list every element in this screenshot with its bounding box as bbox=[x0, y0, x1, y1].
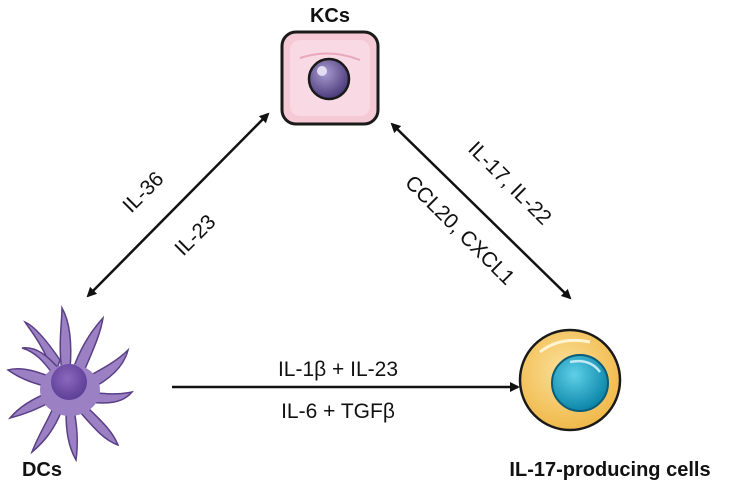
dcs-label: DCs bbox=[22, 459, 62, 481]
kcs-label: KCs bbox=[310, 5, 350, 27]
kc-dc-arrow bbox=[86, 112, 270, 298]
dc-il17-label-bottom: IL-6 + TGFβ bbox=[281, 400, 395, 423]
dc-il17-label-top: IL-1β + IL-23 bbox=[278, 358, 398, 381]
keratinocyte-cell-icon bbox=[280, 30, 380, 126]
kc-il17-label-top: IL-17, IL-22 bbox=[463, 137, 555, 229]
kc-il17-arrow bbox=[390, 122, 572, 300]
il17-producing-cells-label: IL-17-producing cells bbox=[509, 459, 710, 481]
kc-dc-label-bottom: IL-23 bbox=[170, 210, 220, 260]
kc-dc-label-top: IL-36 bbox=[118, 167, 168, 217]
il17-producing-cell-icon bbox=[518, 328, 622, 432]
dendritic-cell-icon bbox=[6, 305, 134, 463]
